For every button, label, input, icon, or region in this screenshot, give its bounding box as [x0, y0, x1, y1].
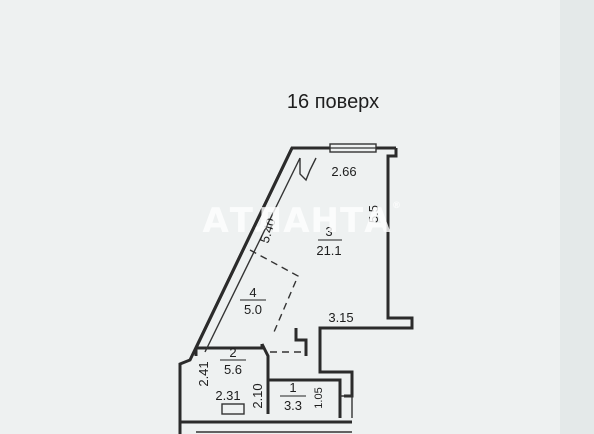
outer-wall-diagonal-inner [204, 157, 301, 353]
watermark: АТЛАНТА [202, 201, 391, 241]
room-1-door [340, 395, 353, 418]
dim-right-height: 5.5 [366, 205, 381, 223]
partition-main-bottom [294, 328, 308, 356]
dim-top-width: 2.66 [331, 164, 356, 179]
dim-room2-inner: 2.10 [250, 383, 265, 408]
dim-bottom-width: 3.15 [328, 310, 353, 325]
room-4-number: 4 [249, 285, 256, 300]
page-edge [560, 0, 594, 434]
floor-title: 16 поверх [287, 91, 379, 113]
outer-wall-main [318, 148, 414, 374]
zone-room-4 [249, 249, 299, 333]
dim-room2-height: 2.41 [196, 361, 211, 386]
bath-fixture [221, 403, 245, 415]
room-1-number: 1 [289, 380, 296, 395]
room-2-number: 2 [229, 345, 236, 360]
wall-jog [299, 157, 317, 182]
dim-room1-height: 1.05 [313, 387, 325, 408]
room-3-area: 21.1 [316, 243, 341, 258]
room-3-number: 3 [325, 224, 332, 239]
dim-room2-width: 2.31 [215, 388, 240, 403]
outer-wall-diagonal [178, 147, 294, 434]
watermark-mark: ® [392, 201, 402, 211]
room-1-area: 3.3 [284, 398, 302, 413]
room-4-area: 5.0 [244, 302, 262, 317]
room-2-area: 5.6 [224, 362, 242, 377]
room-2-wall [194, 343, 270, 414]
dim-diagonal: 5.40 [257, 216, 279, 245]
